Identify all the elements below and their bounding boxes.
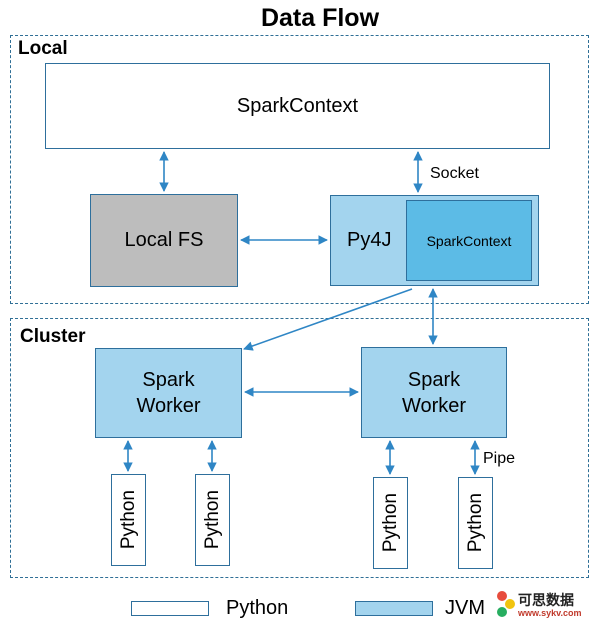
python-box-1: Python — [111, 474, 146, 566]
local-region — [10, 35, 589, 304]
cluster-region-label: Cluster — [20, 326, 86, 347]
watermark-dots-icon — [497, 591, 515, 617]
arrow-py4j-worker-left — [243, 288, 413, 351]
spark-context-jvm-label: SparkContext — [426, 232, 512, 249]
diagram-title: Data Flow — [260, 4, 380, 32]
local-fs-box: Local FS — [90, 194, 238, 287]
python-box-3: Python — [373, 477, 408, 569]
local-fs-label: Local FS — [124, 229, 204, 251]
spark-worker-right-box: Spark Worker — [361, 347, 507, 438]
py4j-label: Py4J — [347, 229, 392, 251]
legend-jvm-swatch — [355, 601, 433, 616]
python-box-4: Python — [458, 477, 493, 569]
spark-context-label: SparkContext — [236, 94, 359, 117]
local-region-label: Local — [18, 38, 68, 59]
spark-worker-right-label: Spark Worker — [401, 368, 467, 417]
watermark-url: www.sykv.com — [518, 608, 582, 618]
spark-worker-left-label: Spark Worker — [136, 369, 201, 417]
legend-python-label: Python — [226, 597, 289, 619]
python-box-2: Python — [195, 474, 230, 566]
legend-python-swatch — [131, 601, 209, 616]
spark-context-box: SparkContext — [45, 63, 550, 149]
socket-label: Socket — [430, 165, 479, 182]
cluster-region — [10, 318, 589, 578]
spark-context-jvm-box: SparkContext — [406, 200, 532, 281]
pipe-label: Pipe — [483, 450, 516, 467]
watermark-logo: 可思数据 www.sykv.com — [494, 588, 598, 624]
legend-jvm-label: JVM — [445, 597, 485, 619]
spark-worker-left-box: Spark Worker — [95, 348, 242, 438]
watermark-text: 可思数据 — [518, 592, 574, 608]
